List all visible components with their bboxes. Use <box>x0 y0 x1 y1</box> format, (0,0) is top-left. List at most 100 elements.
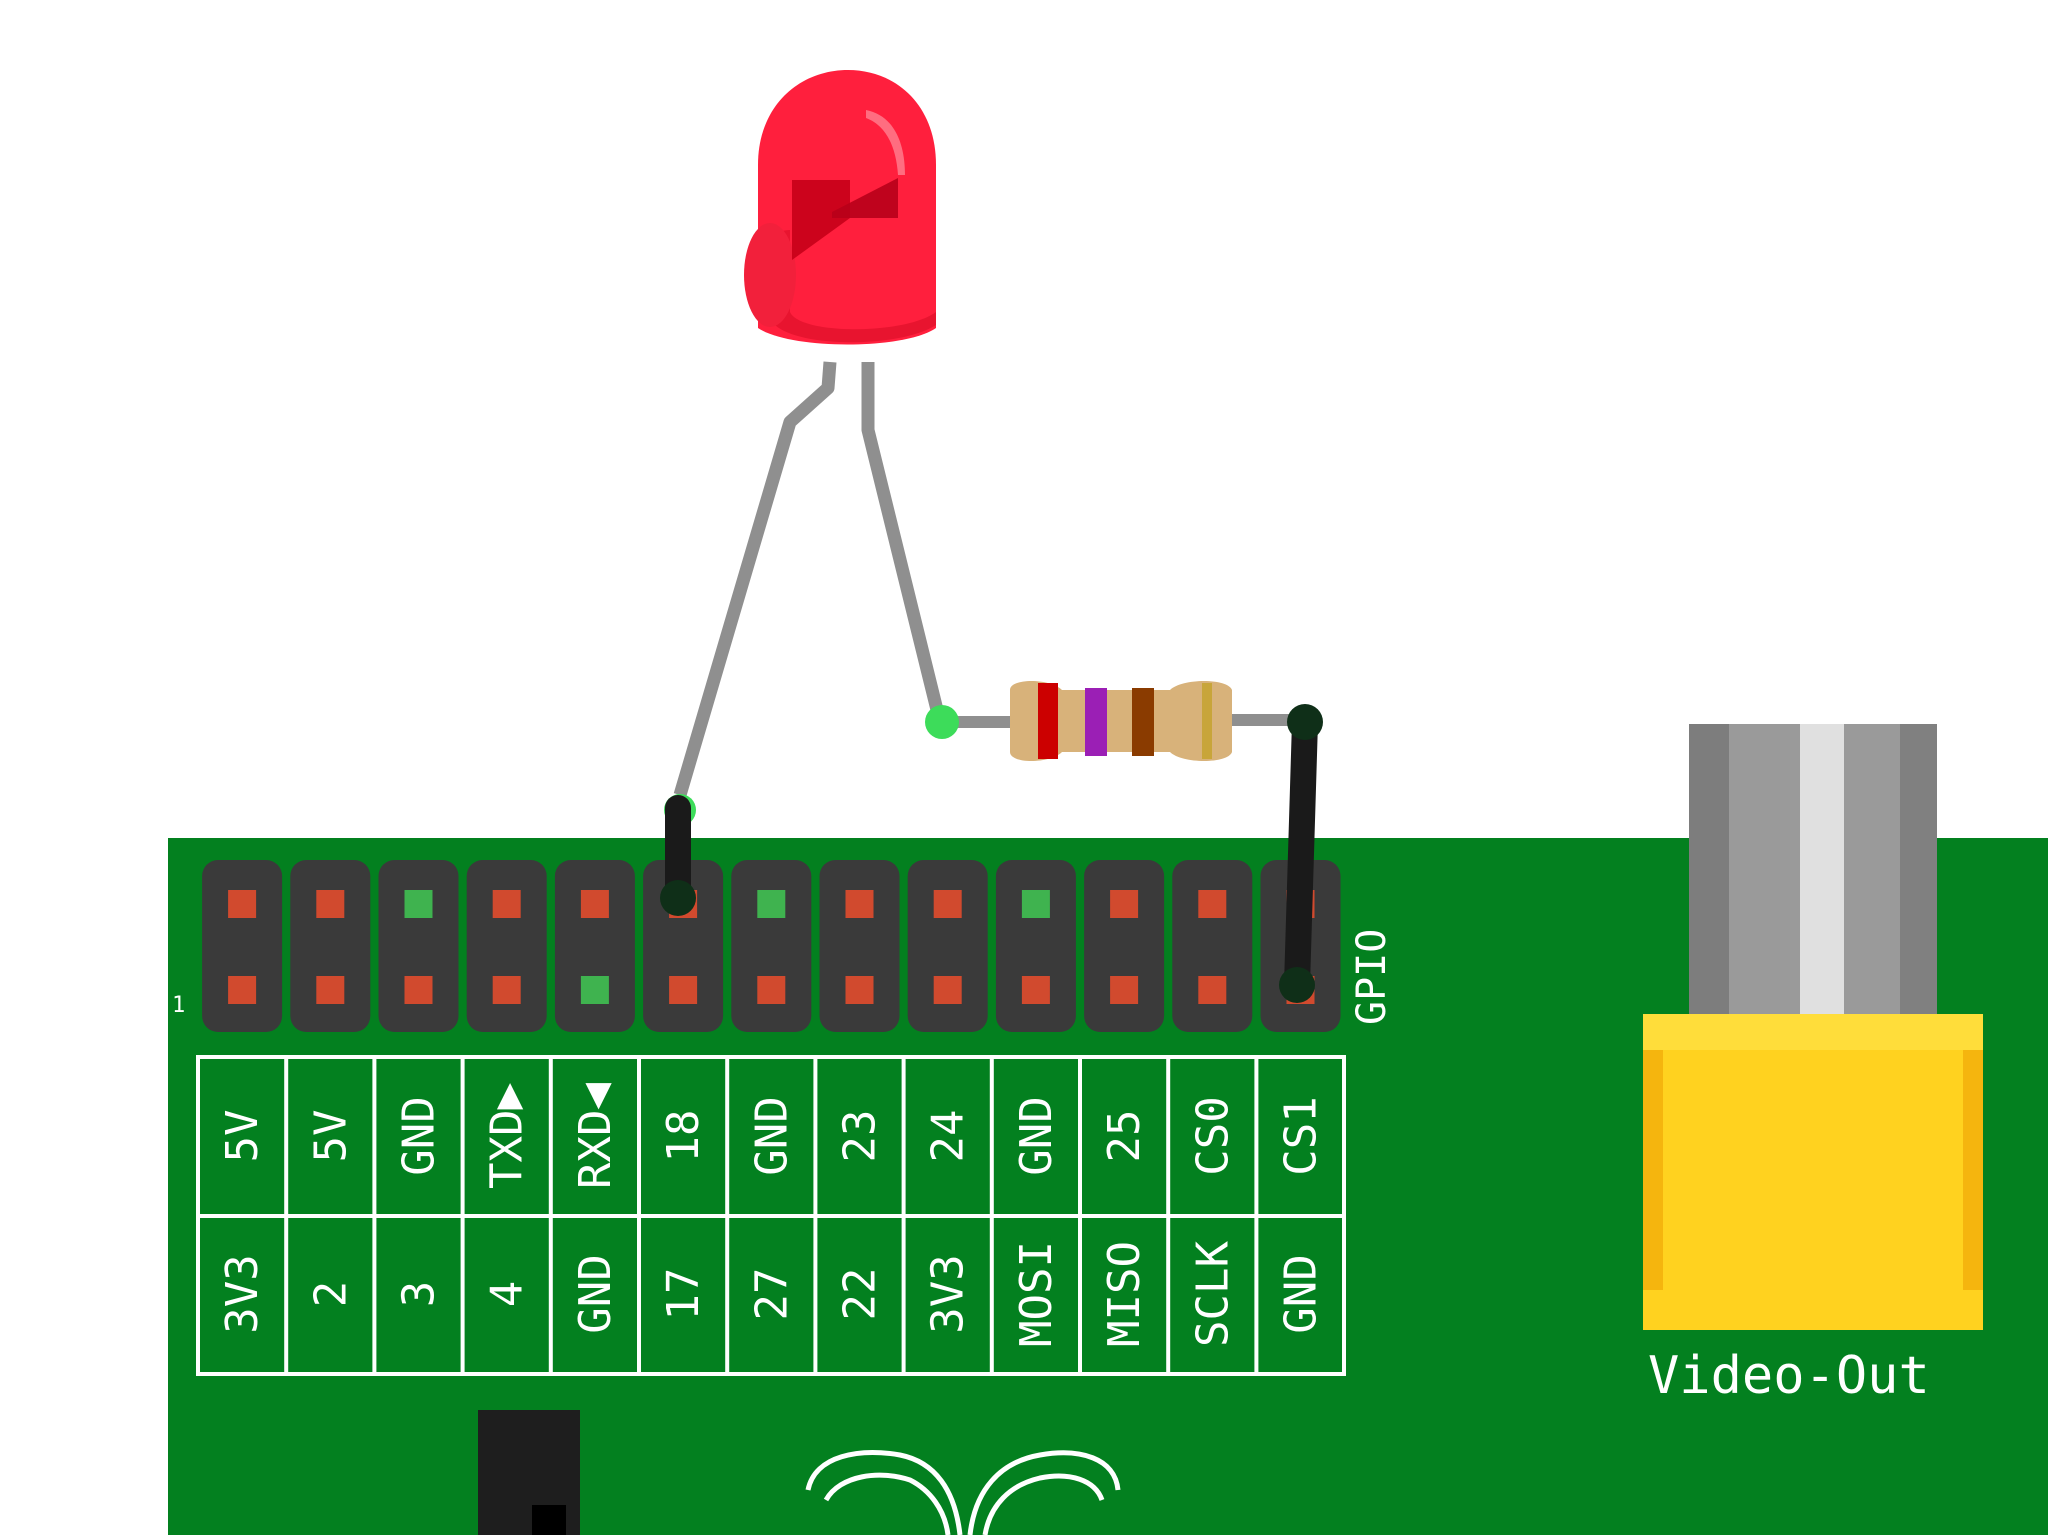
pin-label-top: 5V <box>217 1110 268 1163</box>
pin-label-bottom: 27 <box>746 1268 797 1321</box>
jumper-wire-gnd-top-end <box>1287 704 1323 740</box>
pin-label-top: 18 <box>658 1110 709 1163</box>
gpio-pad <box>669 976 698 1004</box>
led-flange-rim <box>744 223 796 327</box>
resistor-band-4 <box>1202 683 1212 759</box>
led-red <box>744 70 936 345</box>
header-block <box>378 860 459 1032</box>
gpio-pad <box>492 976 521 1004</box>
gpio-pad <box>316 890 345 918</box>
gpio-pad <box>757 890 786 918</box>
gpio-header <box>202 860 1341 1032</box>
header-block <box>907 860 988 1032</box>
pin-label-top: CS0 <box>1187 1096 1238 1175</box>
raspberry-logo-leaf-left <box>805 1450 963 1535</box>
jumper-wire-gpio18 <box>660 795 696 916</box>
video-out-label: Video-Out <box>1648 1346 1930 1406</box>
gpio-pad <box>845 890 874 918</box>
pin-label-bottom: SCLK <box>1187 1241 1238 1347</box>
pin-label-bottom: GND <box>1276 1254 1327 1333</box>
jumper-wire-gnd <box>1279 704 1323 1003</box>
gpio-pad <box>492 890 521 918</box>
pin-label-top: 24 <box>923 1110 974 1163</box>
jumper-wire-gpio18-end <box>660 880 696 916</box>
resistor-band-2 <box>1085 688 1107 756</box>
gpio-pad <box>1110 890 1139 918</box>
pin-label-bottom: 22 <box>835 1268 886 1321</box>
raspberry-logo-leaf-left-inner <box>823 1472 951 1535</box>
gpio-pad <box>845 976 874 1004</box>
pin-label-top: GND <box>1011 1096 1062 1175</box>
video-out-barrel-shade-right <box>1900 724 1937 1024</box>
led-post <box>832 178 898 218</box>
gpio-pad <box>1198 890 1227 918</box>
video-out-connector <box>1643 724 1983 1330</box>
header-block <box>554 860 635 1032</box>
pin-label-top: 23 <box>835 1110 886 1163</box>
pin-label-top: 25 <box>1099 1110 1150 1163</box>
header-block <box>1084 860 1165 1032</box>
gpio-pad <box>757 976 786 1004</box>
gpio-pad <box>933 976 962 1004</box>
header-block <box>819 860 900 1032</box>
header-block <box>202 860 283 1032</box>
header-block <box>466 860 547 1032</box>
pin-label-bottom: 2 <box>305 1281 356 1308</box>
video-out-barrel-shade-left <box>1689 724 1729 1024</box>
pin-label-bottom: MISO <box>1099 1241 1150 1347</box>
gpio-pad <box>933 890 962 918</box>
pin-label-bottom: 3 <box>394 1281 445 1308</box>
resistor-band-3 <box>1132 688 1154 756</box>
board-chip-notch <box>532 1505 566 1535</box>
video-out-housing-side-right <box>1963 1050 1983 1290</box>
pin-label-top: GND <box>746 1096 797 1175</box>
header-block <box>731 860 812 1032</box>
anode-joint-dot <box>925 705 959 739</box>
pin-label-grid: 5V 3V3 5V 2 GND 3 TXD▶ 4 RXD◀ GND 18 17 GND 27 23 22 24 3… <box>196 1055 1346 1376</box>
resistor-band-1 <box>1038 683 1058 759</box>
gpio-pad <box>228 976 257 1004</box>
led-highlight <box>866 110 905 175</box>
gpio-pad <box>580 976 609 1004</box>
jumper-wire-gnd-bottom-end <box>1279 967 1315 1003</box>
gpio-pad <box>580 890 609 918</box>
raspberry-logo-leaf-right-inner <box>982 1473 1105 1535</box>
raspberry-logo-leaf-right <box>967 1450 1121 1535</box>
pin-label-bottom: 17 <box>658 1268 709 1321</box>
led-cathode-lead <box>673 361 837 797</box>
raspberry-logo <box>805 1450 1121 1535</box>
pin1-marker: 1 <box>172 993 185 1018</box>
gpio-pad <box>404 890 433 918</box>
gpio-pad <box>404 976 433 1004</box>
pin-label-bottom: GND <box>570 1254 621 1333</box>
pin-label-bottom: MOSI <box>1011 1241 1062 1347</box>
gpio-pad <box>1021 890 1050 918</box>
pin-label-top: RXD◀ <box>570 1083 621 1189</box>
pin-label-top: TXD▶ <box>482 1083 533 1189</box>
pin-label-bottom: 4 <box>482 1281 533 1308</box>
resistor <box>1010 681 1232 761</box>
pin-label-top: CS1 <box>1276 1096 1327 1175</box>
header-block <box>290 860 371 1032</box>
led-anvil <box>792 180 850 260</box>
gpio-pad <box>1110 976 1139 1004</box>
gpio-pad <box>1021 976 1050 1004</box>
pin-label-bottom: 3V3 <box>923 1254 974 1333</box>
pin-label-top: GND <box>394 1096 445 1175</box>
video-out-housing <box>1643 1014 1983 1330</box>
jumper-wire-gnd-line <box>1284 709 1318 998</box>
video-out-housing-side-left <box>1643 1050 1663 1290</box>
gpio-label: GPIO <box>1349 929 1395 1025</box>
video-out-barrel-highlight <box>1800 724 1844 1024</box>
gpio-pad <box>316 976 345 1004</box>
led-anode-lead <box>861 362 947 724</box>
pin-label-bottom: 3V3 <box>217 1254 268 1333</box>
gpio-pad <box>1198 976 1227 1004</box>
header-block <box>995 860 1076 1032</box>
header-block <box>1172 860 1253 1032</box>
resistor-body <box>1010 681 1232 761</box>
gpio-pad <box>228 890 257 918</box>
video-out-housing-top <box>1643 1014 1983 1050</box>
pin-label-top: 5V <box>305 1110 356 1163</box>
